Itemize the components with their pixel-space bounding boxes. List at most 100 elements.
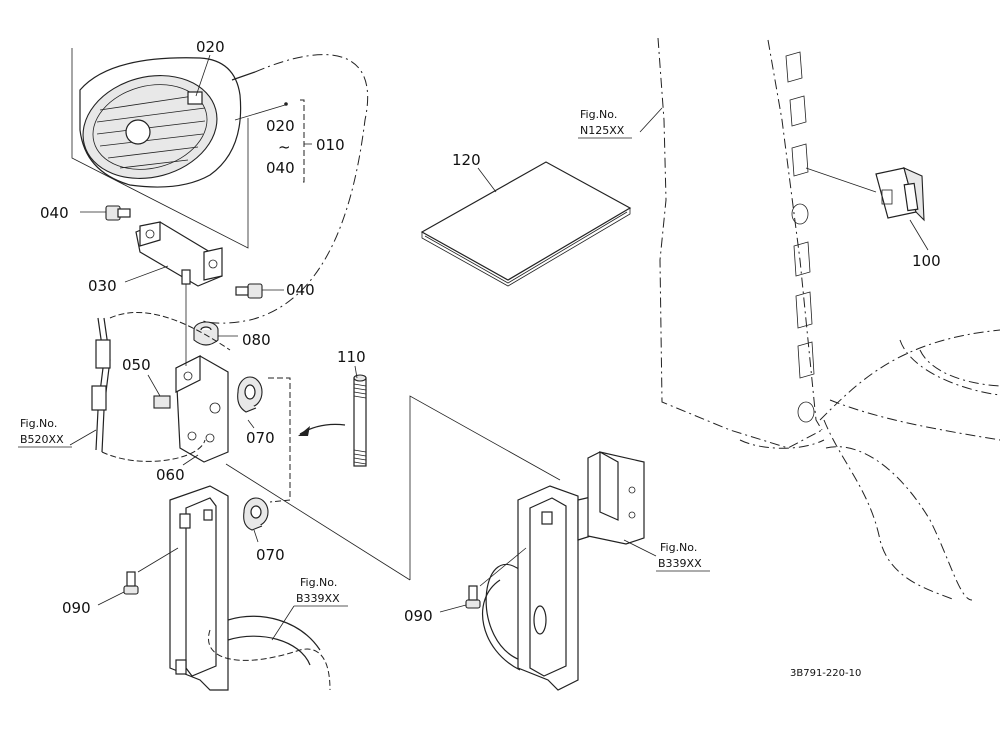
post-left-slot (179, 513, 191, 529)
bracket-hole-left (145, 229, 155, 239)
label-020-top: 020 (196, 38, 225, 56)
label-110: 110 (337, 348, 366, 366)
floor-edge-top (819, 329, 1000, 421)
dashboard-panel (639, 37, 823, 449)
ref-b520-no: B520XX (20, 433, 64, 446)
cab-floor (739, 329, 1000, 601)
switch-050-body (153, 395, 171, 409)
panel-slots (785, 51, 815, 423)
harness-b520 (69, 312, 231, 462)
rod-110 (298, 365, 367, 467)
floor-curve-2 (823, 419, 956, 601)
link-line-1 (225, 463, 411, 581)
manual-120 (420, 161, 632, 287)
bolt-shank-left (117, 208, 131, 218)
leader-070b (253, 529, 259, 543)
floor-ring-2 (919, 349, 1000, 387)
label-100: 100 (912, 252, 941, 270)
switch-100-rocker (903, 182, 919, 212)
bracket-hole-right (208, 259, 218, 269)
post-right-inner (529, 497, 567, 677)
label-070-lower: 070 (256, 546, 285, 564)
switch-100-leader-in (805, 167, 877, 193)
grommet-080 (193, 321, 238, 346)
switch-050 (147, 374, 171, 409)
lamp-label-plate (187, 91, 203, 105)
group-bracket-line (300, 99, 305, 183)
bolt-head-right (247, 283, 263, 299)
work-lamp-assembly (71, 48, 288, 249)
ref-b339b-no: B339XX (658, 557, 702, 570)
label-tilde: ~ (278, 138, 291, 156)
bolt-090a-axis (137, 547, 179, 573)
lamp-cable-stub (231, 71, 256, 81)
ref-b339a-no: B339XX (296, 592, 340, 605)
bracket-060-hole-top (183, 371, 193, 381)
label-040-left: 040 (40, 204, 69, 222)
label-050: 050 (122, 356, 151, 374)
post-left-tube-2 (227, 635, 311, 666)
label-070-upper: 070 (246, 429, 275, 447)
post-left-tube-dash (208, 629, 331, 691)
ref-n125-no: N125XX (580, 124, 625, 137)
post-left-tube (227, 615, 321, 651)
ref-b339b-fig: Fig.No. (660, 541, 697, 554)
bolt-090a-shank (126, 571, 136, 587)
post-right-slot (533, 605, 547, 635)
rod-110-top (353, 374, 367, 382)
floor-curve-1 (825, 446, 973, 601)
harness-connector-2 (91, 385, 107, 411)
label-040-range: 040 (266, 159, 295, 177)
leader-110 (354, 365, 358, 379)
bolt-090b-axis (479, 547, 527, 587)
rod-110-arrow-head (298, 426, 310, 436)
leader-b339a (271, 605, 295, 641)
group-010-bracket (300, 99, 312, 183)
bracket-060-hole-mid (209, 402, 221, 414)
floor-curve-4 (739, 439, 825, 449)
bolt-090a-head (123, 585, 139, 595)
bolt-090-right (439, 547, 527, 613)
bracket-stud (181, 269, 191, 285)
label-090-left: 090 (62, 599, 91, 617)
leader-090a (97, 591, 125, 606)
post-right-mount-side (599, 450, 619, 521)
lamp-lens-pattern (96, 94, 206, 169)
floor-curve-3 (829, 399, 1000, 441)
label-010: 010 (316, 136, 345, 154)
leader-n125 (639, 107, 663, 133)
label-060: 060 (156, 466, 185, 484)
bolt-090b-head (465, 599, 481, 609)
panel-outline-left (657, 37, 823, 449)
leader-120 (477, 167, 497, 193)
bolt-040-left (80, 205, 131, 221)
floor-ring-1 (899, 339, 1000, 396)
leader-100 (909, 219, 929, 251)
post-right-tube-arc2 (482, 579, 521, 671)
grommet-070b-side (243, 511, 263, 531)
leader-010-arrow (234, 104, 286, 121)
leader-060 (182, 454, 199, 466)
leader-020 (195, 54, 211, 97)
grommet-dash-link (268, 377, 291, 503)
post-right-mount-hole-2 (628, 511, 636, 519)
post-left-tab (203, 509, 213, 521)
ref-n125-fig: Fig.No. (580, 108, 617, 121)
leader-030 (124, 265, 169, 283)
bracket-060 (175, 320, 229, 466)
lamp-cable-route (199, 54, 369, 324)
harness-dash-2 (101, 439, 206, 462)
leader-070a (247, 419, 255, 429)
leader-b520 (69, 429, 97, 446)
bracket-ear-right (203, 247, 223, 281)
manual-120-edge (421, 208, 631, 287)
label-090-right: 090 (404, 607, 433, 625)
manual-120-pages (424, 211, 628, 284)
harness-dash-1 (109, 312, 231, 351)
leader-010-dot (284, 102, 288, 106)
bracket-060-hole-bot (187, 431, 197, 441)
label-040-right: 040 (286, 281, 315, 299)
grommet-070a-side (237, 391, 257, 413)
